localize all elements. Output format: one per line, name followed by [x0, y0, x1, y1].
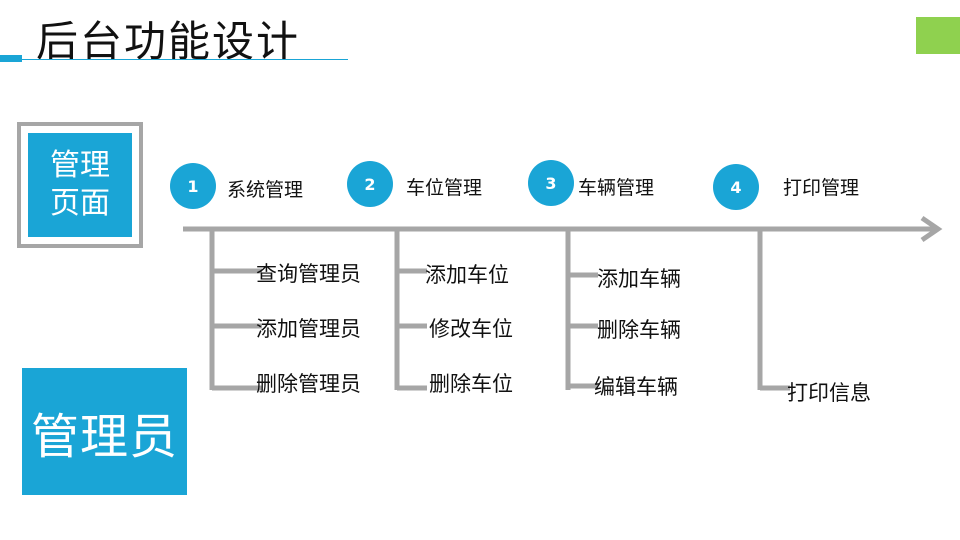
section-3-item-1: 添加车辆 [597, 267, 681, 291]
section-1-item-1: 查询管理员 [256, 262, 361, 286]
section-3-number-badge: 3 [528, 160, 574, 206]
title-underline [22, 59, 348, 60]
management-page-box: 管理 页面 [17, 122, 143, 248]
section-2-item-3: 删除车位 [429, 372, 513, 396]
green-corner-square [916, 17, 960, 54]
main-arrow-head [920, 215, 943, 243]
administrator-box: 管理员 [22, 368, 187, 495]
section-3-item-2: 删除车辆 [597, 318, 681, 342]
section-1-item-2: 添加管理员 [256, 317, 361, 341]
section-3-label: 车辆管理 [578, 177, 655, 199]
title-accent-bar [0, 55, 22, 62]
section-2-number-badge: 2 [347, 161, 393, 207]
section-1-label: 系统管理 [227, 179, 304, 201]
section-4-number-badge: 4 [713, 164, 759, 210]
section-3-item-3: 编辑车辆 [594, 375, 678, 399]
section-2-item-1: 添加车位 [425, 263, 509, 287]
management-page-label: 管理 页面 [28, 133, 132, 237]
section-2-item-2: 修改车位 [429, 317, 513, 341]
section-4-label: 打印管理 [783, 177, 860, 199]
section-1-item-3: 删除管理员 [256, 372, 361, 396]
section-2-label: 车位管理 [406, 177, 483, 199]
section-1-number-badge: 1 [170, 163, 216, 209]
section-4-item-1: 打印信息 [787, 381, 871, 405]
page-title: 后台功能设计 [36, 17, 301, 66]
